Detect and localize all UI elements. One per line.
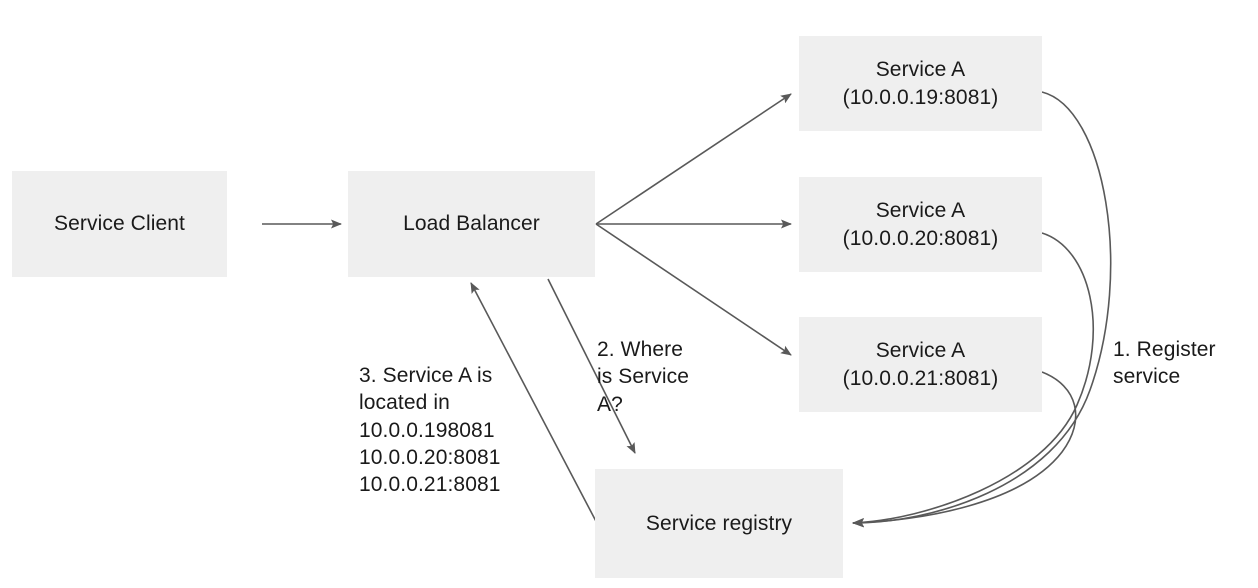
node-service-a-3-label: Service A — [875, 339, 966, 363]
annotation-register-service: 1. Register service — [1113, 338, 1216, 389]
node-service-a-3[interactable]: Service A (10.0.0.21:8081) — [799, 317, 1042, 412]
node-service-a-1[interactable]: Service A (10.0.0.19:8081) — [799, 36, 1042, 131]
node-service-a-3-address: (10.0.0.21:8081) — [842, 366, 999, 390]
edge-service-a-1-to-registry — [852, 91, 1112, 528]
node-load-balancer-label: Load Balancer — [403, 212, 540, 236]
node-service-a-1-label: Service A — [875, 58, 966, 82]
node-service-registry[interactable]: Service registry — [595, 469, 843, 578]
node-service-client[interactable]: Service Client — [12, 171, 227, 277]
annotation-service-a-located-in: 3. Service A is located in 10.0.0.198081… — [359, 364, 501, 497]
annotation-where-is-service-a: 2. Where is Service A? — [597, 338, 690, 416]
node-service-a-2-address: (10.0.0.20:8081) — [842, 226, 999, 250]
edge-load-balancer-to-service-a-1 — [595, 93, 792, 225]
node-service-a-1-address: (10.0.0.19:8081) — [842, 85, 999, 109]
node-service-registry-label: Service registry — [645, 511, 793, 535]
node-service-a-2-label: Service A — [875, 199, 966, 223]
node-service-client-label: Service Client — [54, 212, 185, 236]
node-load-balancer[interactable]: Load Balancer — [348, 171, 595, 277]
node-service-a-2[interactable]: Service A (10.0.0.20:8081) — [799, 177, 1042, 272]
